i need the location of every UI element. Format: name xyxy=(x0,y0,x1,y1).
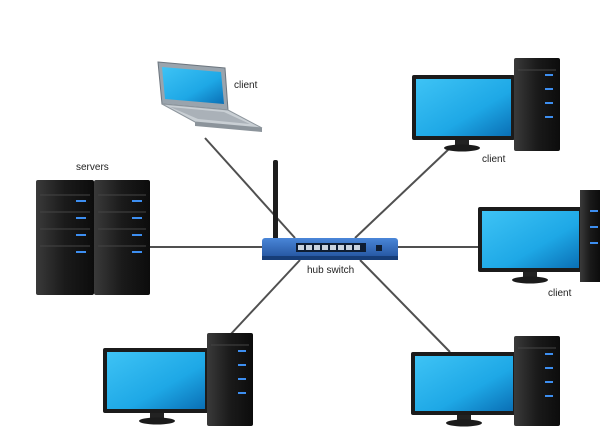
antenna-icon xyxy=(273,160,278,240)
tower-icon xyxy=(207,333,253,426)
monitor-icon xyxy=(412,75,515,152)
switch-icon xyxy=(262,238,398,260)
monitor-icon xyxy=(478,207,583,284)
client-top-right xyxy=(412,58,560,152)
hub-switch xyxy=(262,160,398,260)
tower-icon xyxy=(580,190,600,282)
cable-client-bottom-right xyxy=(359,259,451,353)
laptop-icon xyxy=(157,61,263,132)
cable-client-top-right xyxy=(354,147,451,239)
monitor-icon xyxy=(411,352,517,427)
client-bottom-left xyxy=(103,333,253,426)
switch-label: hub switch xyxy=(307,265,355,276)
tower-icon xyxy=(514,58,560,151)
tower-icon xyxy=(514,336,560,426)
cables xyxy=(150,137,480,353)
client-right-label: client xyxy=(548,288,572,299)
cable-client-bottom-left xyxy=(229,259,301,336)
laptop-label: client xyxy=(234,80,258,91)
client-top-right-label: client xyxy=(482,154,506,165)
client-right xyxy=(478,190,600,284)
servers-label: servers xyxy=(76,162,109,173)
server-rack-icon xyxy=(36,180,94,295)
servers xyxy=(36,180,150,295)
server-rack-icon xyxy=(94,180,150,295)
monitor-icon xyxy=(103,348,209,425)
cable-laptop xyxy=(204,137,296,239)
client-bottom-right xyxy=(411,336,560,427)
